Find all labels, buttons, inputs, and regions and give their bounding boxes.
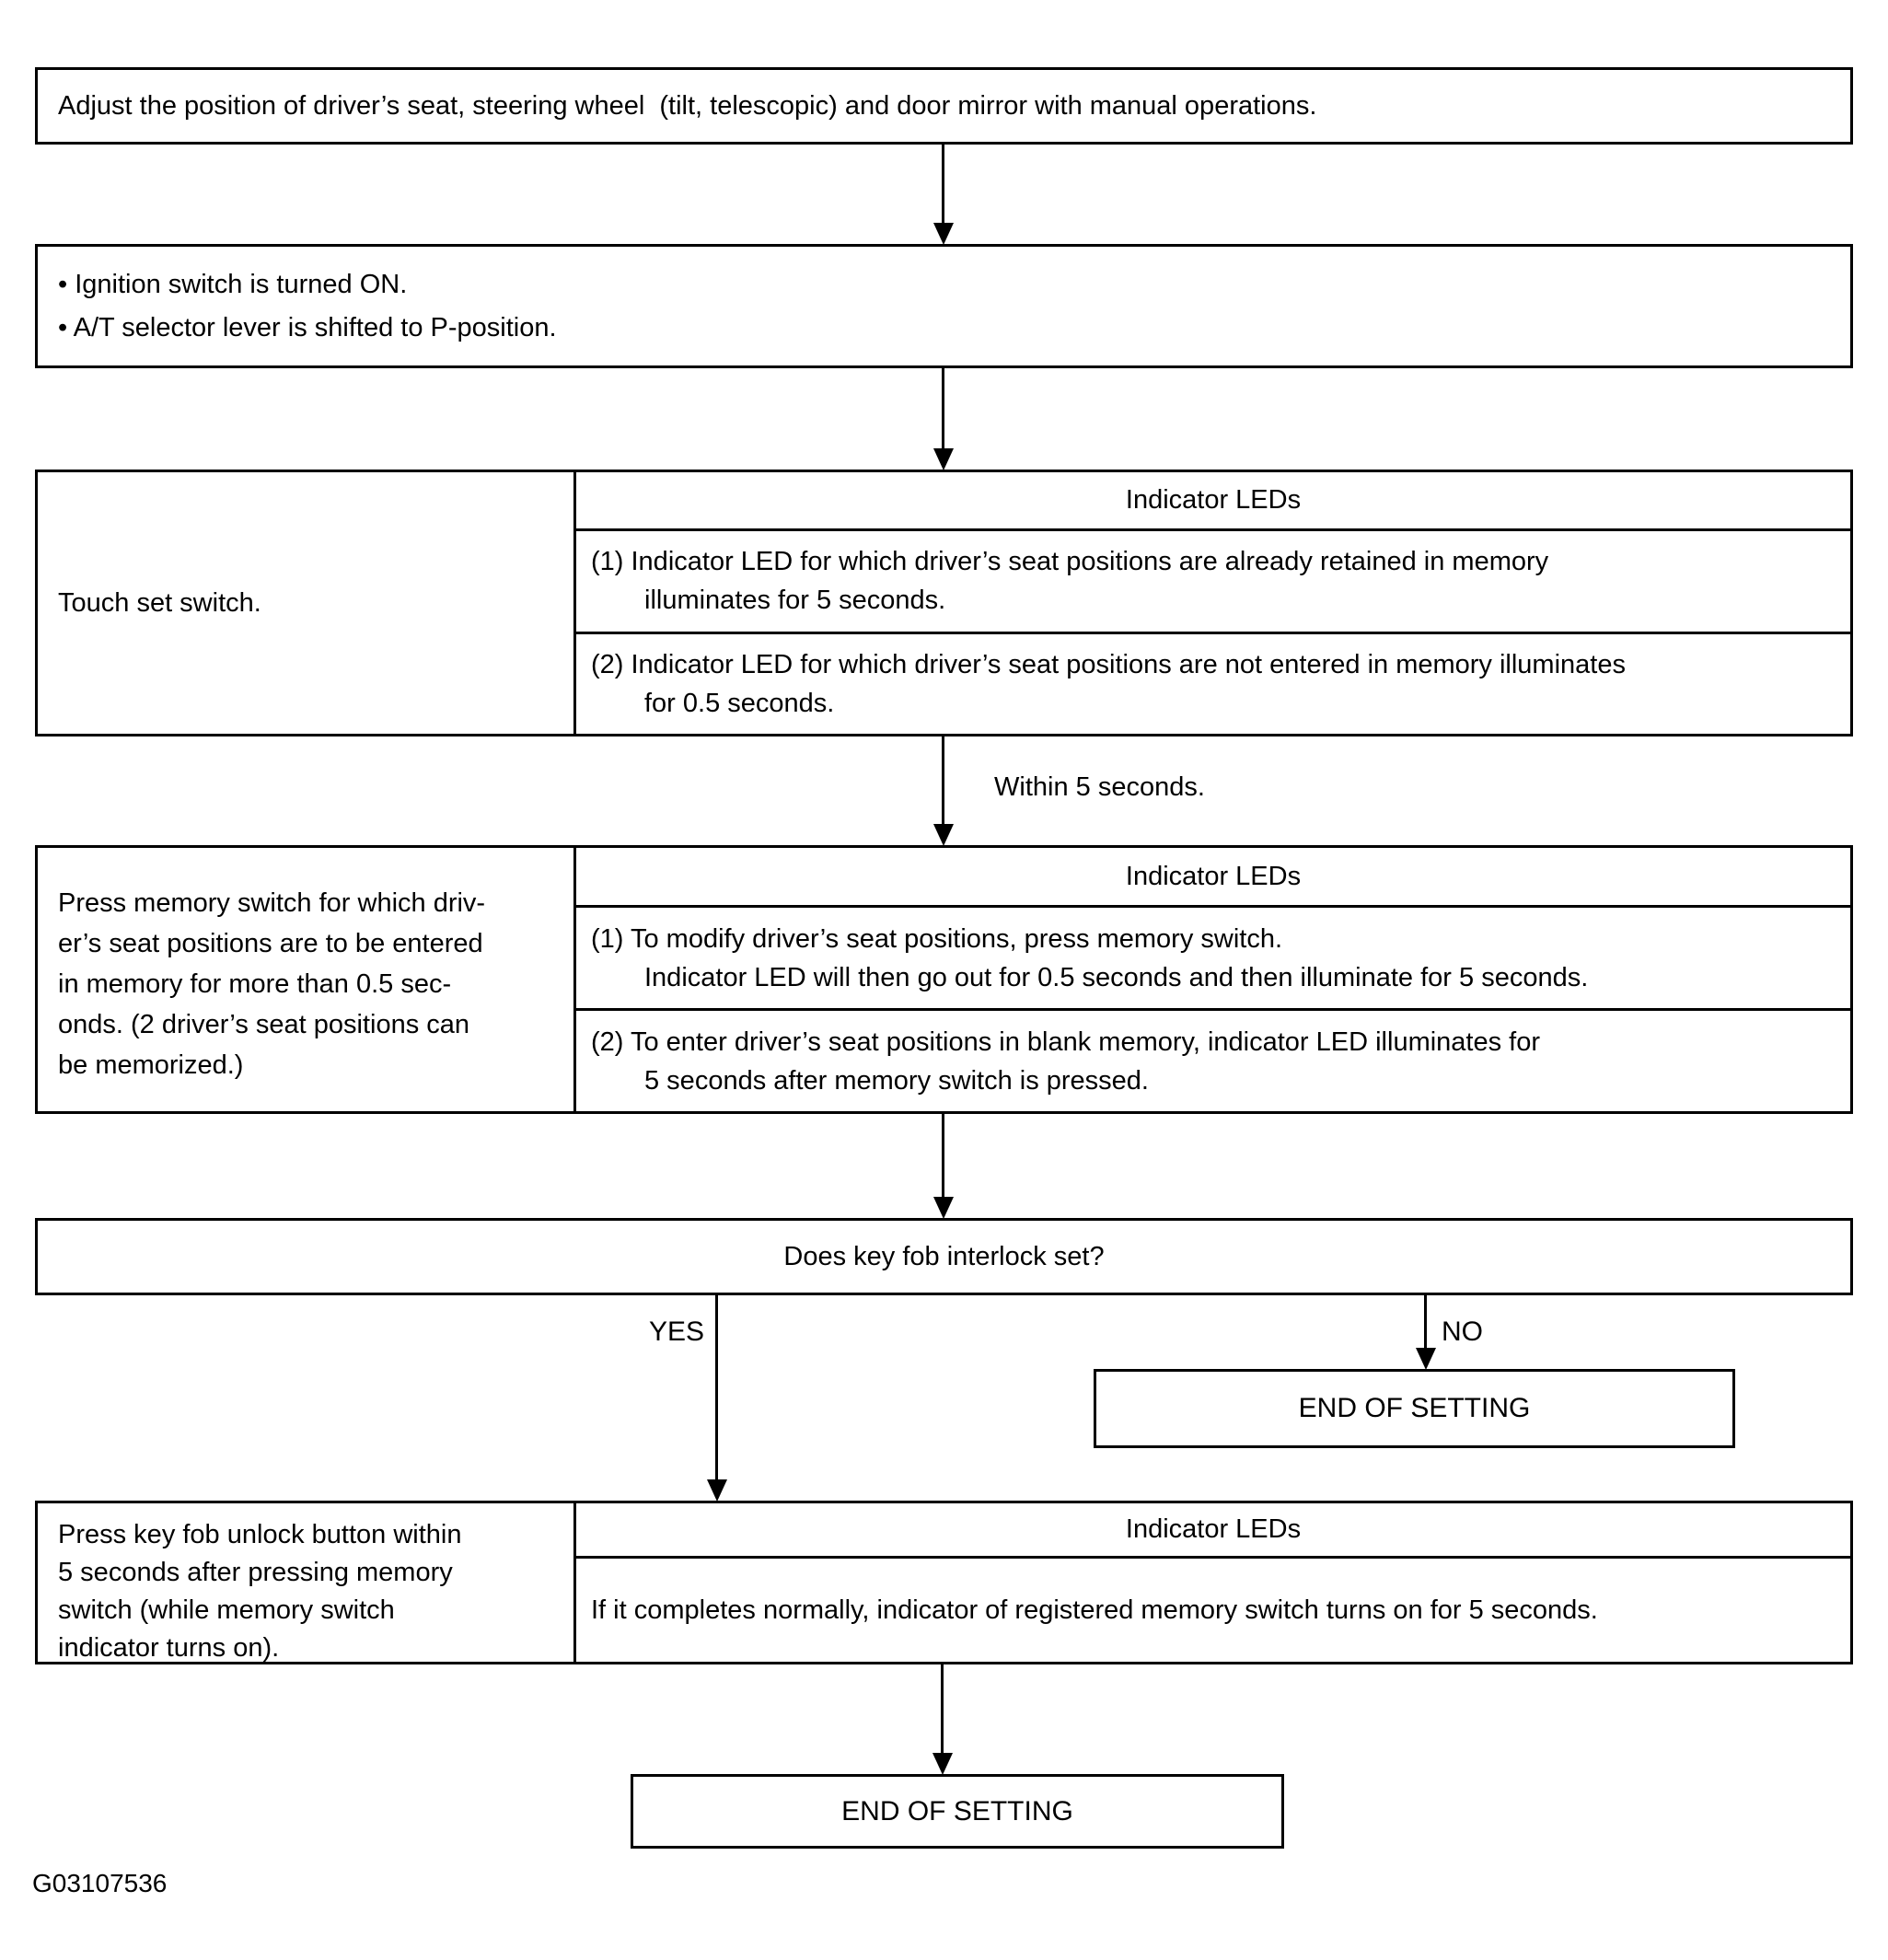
yes-branch-line [715, 1295, 718, 1482]
led-note-line: for 0.5 seconds. [644, 688, 835, 718]
led-note-line: 5 seconds after memory switch is pressed… [644, 1065, 1149, 1096]
action-line: indicator turns on). [58, 1633, 280, 1663]
yes-branch-label: YES [648, 1316, 704, 1347]
led-note-row: (2) Indicator LED for which driver’s sea… [576, 634, 1850, 735]
action-line: onds. (2 driver’s seat positions can [58, 1010, 470, 1039]
decision-key-fob-box: Does key fob interlock set? [35, 1218, 1853, 1295]
led-note-row: (2) To enter driver’s seat positions in … [576, 1011, 1850, 1111]
led-note-row: (1) To modify driver’s seat positions, p… [576, 908, 1850, 1011]
press-memory-switch-action-cell: Press memory switch for which driv- er’s… [38, 848, 576, 1111]
action-line: er’s seat positions are to be entered [58, 929, 483, 958]
press-memory-switch-led-column: Indicator LEDs (1) To modify driver’s se… [576, 848, 1850, 1111]
indicator-leds-header-text: Indicator LEDs [1125, 861, 1302, 891]
step-press-memory-switch-table: Press memory switch for which driv- er’s… [35, 845, 1853, 1114]
within-5-seconds-label: Within 5 seconds. [994, 772, 1205, 802]
indicator-leds-header: Indicator LEDs [576, 472, 1850, 531]
arrow-down-icon [1416, 1348, 1436, 1370]
precondition-ignition: • Ignition switch is turned ON. [58, 269, 408, 299]
touch-set-switch-led-column: Indicator LEDs (1) Indicator LED for whi… [576, 472, 1850, 734]
touch-set-switch-action-text: Touch set switch. [58, 587, 261, 618]
decision-question-text: Does key fob interlock set? [783, 1241, 1105, 1271]
connector-line [942, 145, 944, 226]
connector-line [941, 1664, 944, 1756]
precondition-selector: • A/T selector lever is shifted to P-pos… [58, 312, 557, 342]
end-of-setting-final-box: END OF SETTING [631, 1774, 1284, 1849]
action-line: Press key fob unlock button within [58, 1520, 462, 1549]
press-key-fob-led-column: Indicator LEDs If it completes normally,… [576, 1503, 1850, 1662]
led-note-line: (1) To modify driver’s seat positions, p… [591, 923, 1283, 954]
connector-line [942, 368, 944, 451]
step-manual-adjust-text: Adjust the position of driver’s seat, st… [58, 90, 1317, 121]
connector-line [942, 736, 944, 827]
led-note-line: If it completes normally, indicator of r… [591, 1595, 1598, 1625]
step-preconditions-box: • Ignition switch is turned ON. • A/T se… [35, 244, 1853, 368]
touch-set-switch-action-cell: Touch set switch. [38, 472, 576, 734]
step-press-key-fob-table: Press key fob unlock button within 5 sec… [35, 1501, 1853, 1664]
connector-line [942, 1114, 944, 1200]
step-manual-adjust-box: Adjust the position of driver’s seat, st… [35, 67, 1853, 145]
led-note-row: If it completes normally, indicator of r… [576, 1559, 1850, 1662]
press-key-fob-action-cell: Press key fob unlock button within 5 sec… [38, 1503, 576, 1663]
indicator-leds-header-text: Indicator LEDs [1125, 1514, 1302, 1544]
indicator-leds-header-text: Indicator LEDs [1125, 485, 1302, 515]
arrow-down-icon [933, 223, 954, 245]
step-touch-set-switch-table: Touch set switch. Indicator LEDs (1) Ind… [35, 470, 1853, 736]
action-line: be memorized.) [58, 1050, 244, 1080]
end-of-setting-text: END OF SETTING [841, 1795, 1073, 1827]
led-note-line: illuminates for 5 seconds. [644, 586, 946, 616]
action-line: in memory for more than 0.5 sec- [58, 969, 452, 999]
end-of-setting-no-box: END OF SETTING [1094, 1369, 1735, 1448]
figure-id-label: G03107536 [32, 1869, 168, 1897]
led-note-line: Indicator LED will then go out for 0.5 s… [644, 962, 1589, 992]
arrow-down-icon [707, 1479, 727, 1502]
led-note-line: (1) Indicator LED for which driver’s sea… [591, 547, 1549, 577]
end-of-setting-text: END OF SETTING [1298, 1393, 1531, 1423]
arrow-down-icon [933, 448, 954, 470]
action-line: switch (while memory switch [58, 1595, 395, 1625]
action-line: 5 seconds after pressing memory [58, 1558, 453, 1587]
indicator-leds-header: Indicator LEDs [576, 848, 1850, 908]
arrow-down-icon [933, 1197, 954, 1219]
no-branch-line [1424, 1295, 1427, 1351]
led-note-line: (2) To enter driver’s seat positions in … [591, 1026, 1541, 1057]
arrow-down-icon [933, 824, 954, 846]
arrow-down-icon [932, 1753, 953, 1775]
led-note-row: (1) Indicator LED for which driver’s sea… [576, 531, 1850, 634]
no-branch-label: NO [1442, 1316, 1483, 1347]
action-line: Press memory switch for which driv- [58, 888, 486, 918]
indicator-leds-header: Indicator LEDs [576, 1503, 1850, 1559]
led-note-line: (2) Indicator LED for which driver’s sea… [591, 649, 1626, 679]
